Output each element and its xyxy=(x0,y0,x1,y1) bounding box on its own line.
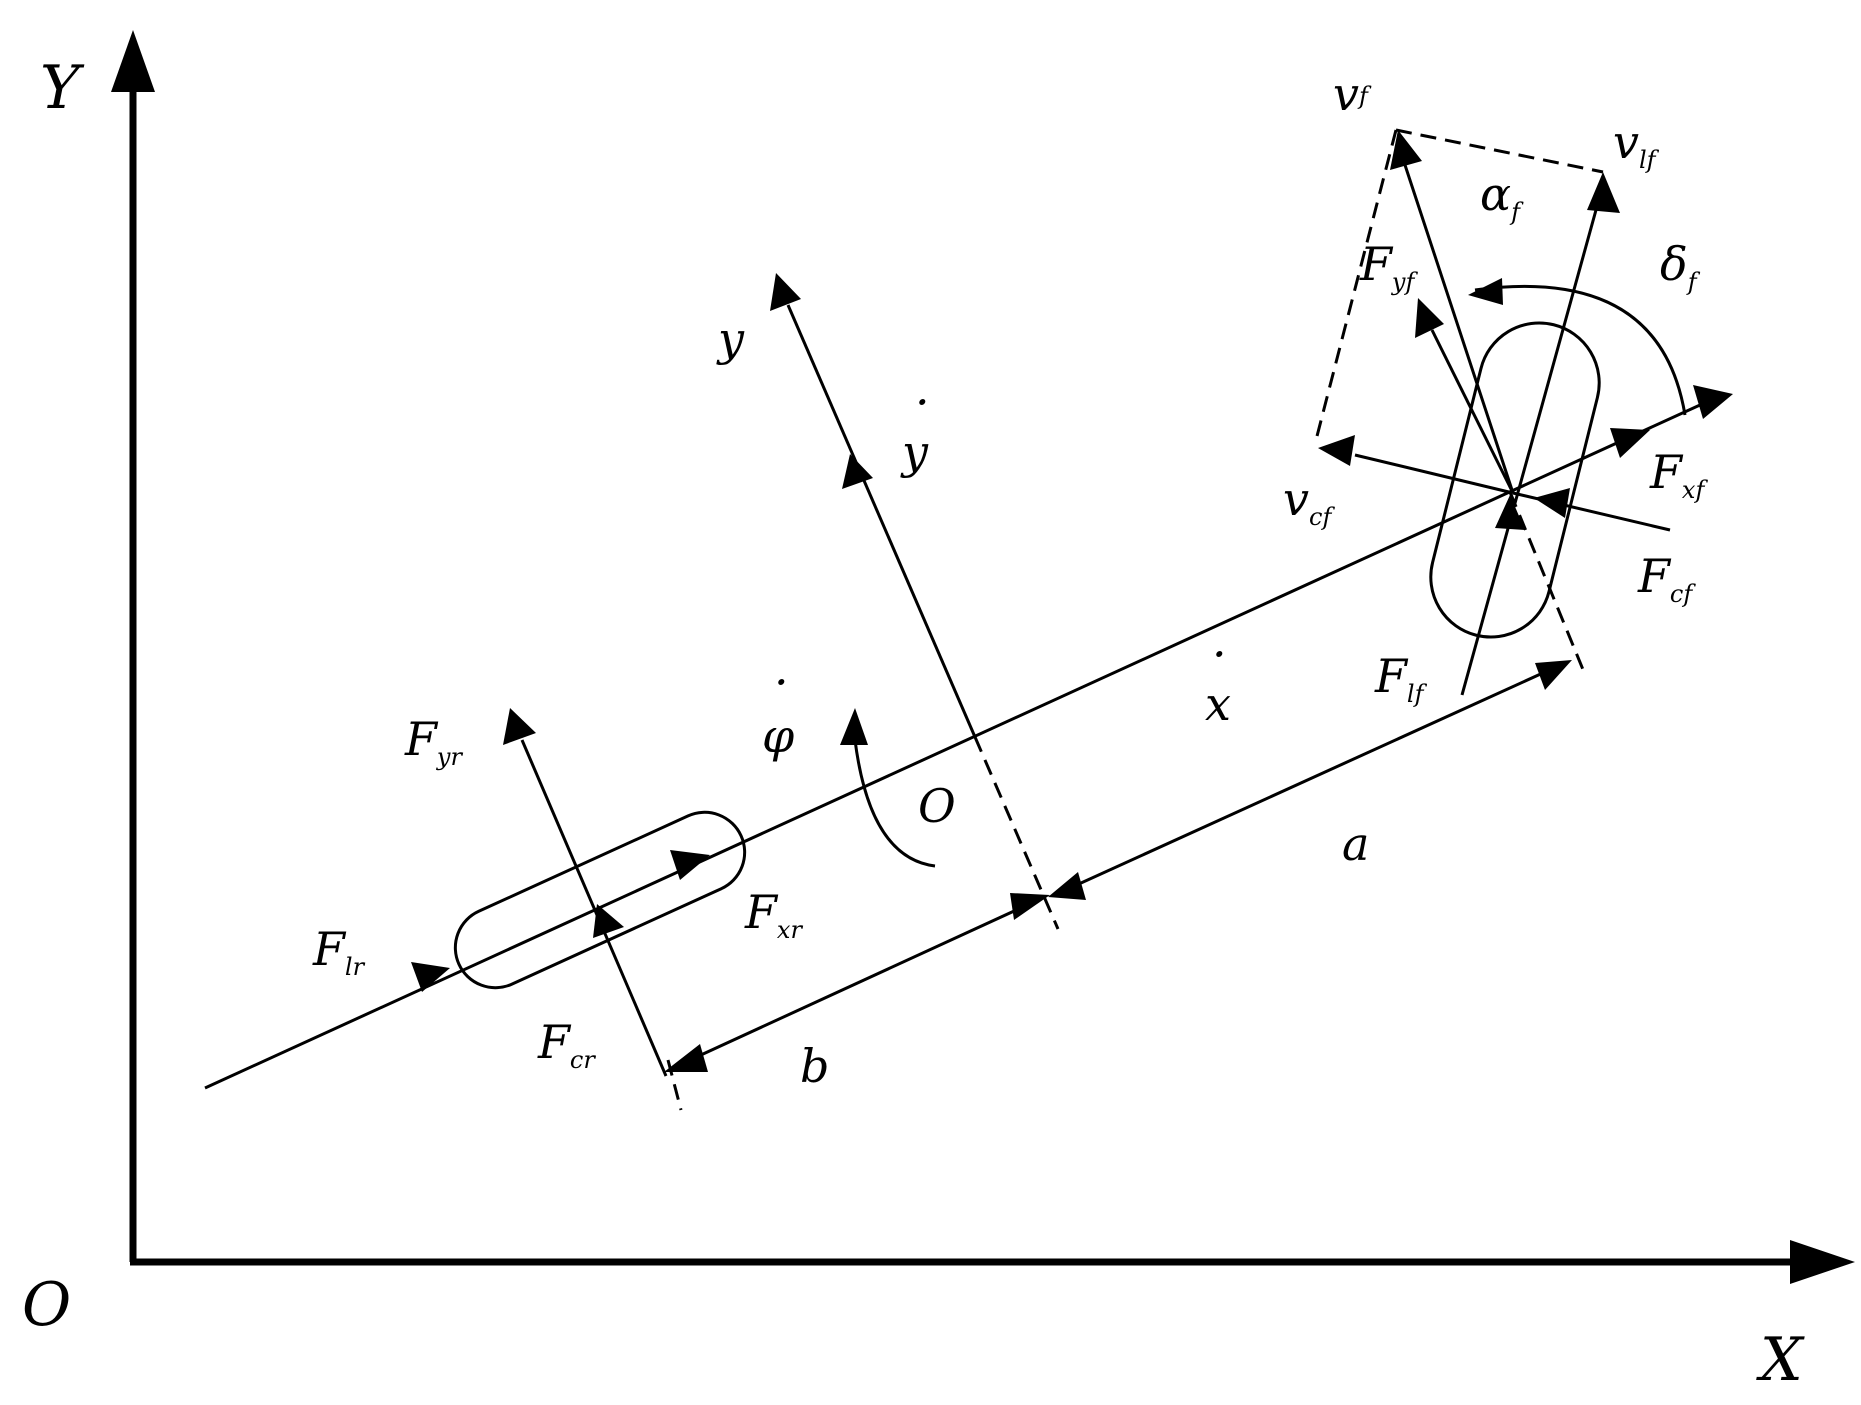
y-dot-label: y xyxy=(900,425,929,479)
yaw-rate-label: φ xyxy=(762,709,795,763)
alpha-f-label: αf xyxy=(1480,167,1524,226)
global-y-label: Y xyxy=(40,53,85,123)
center-dashed-line xyxy=(973,736,1060,930)
rear-lateral-axis xyxy=(520,739,668,1077)
vcf-line xyxy=(1354,453,1514,495)
front-dashed-line xyxy=(1508,491,1586,673)
flf-label: Flf xyxy=(1374,649,1428,708)
x-dot-mark: · xyxy=(1212,627,1227,681)
dimension-b-line xyxy=(689,904,1026,1062)
rear-fcr-arrowhead xyxy=(593,904,624,938)
rear-fxr-arrowhead xyxy=(670,850,710,880)
vehicle-centerline xyxy=(204,403,1701,1090)
dimension-b-arrowhead-left xyxy=(664,1044,708,1072)
fyf-arrowhead xyxy=(1415,298,1444,338)
delta-f-label: δf xyxy=(1660,237,1701,296)
fyf-line xyxy=(1430,329,1515,494)
fcf-label: Fcf xyxy=(1637,549,1696,608)
fxf-arrowhead xyxy=(1610,428,1650,458)
yaw-rate-mark: · xyxy=(774,655,789,709)
body-origin-label: O xyxy=(918,779,956,833)
fyf-label: Fyf xyxy=(1359,237,1418,296)
global-axes xyxy=(111,30,1855,1284)
fyr-label: Fyr xyxy=(404,712,463,771)
vehicle-x-arrowhead xyxy=(1693,385,1733,419)
vlf-label: vlf xyxy=(1613,115,1660,174)
rear-fyr-arrowhead xyxy=(503,708,536,745)
vlf-arrowhead xyxy=(1587,172,1620,213)
fcr-label: Fcr xyxy=(537,1015,596,1074)
dimension-a-arrowhead-right xyxy=(1535,660,1572,690)
vf-label: vf xyxy=(1333,67,1372,121)
y-dot-mark: · xyxy=(915,375,930,429)
steering-angle-arc xyxy=(1474,285,1687,416)
dimension-b-label: b xyxy=(800,1039,829,1093)
flr-label: Flr xyxy=(312,922,366,981)
front-wheel xyxy=(1314,128,1687,696)
vf-vlf-dashed xyxy=(1395,128,1604,174)
dimension-a-label: a xyxy=(1342,817,1369,871)
vf-line xyxy=(1403,164,1515,494)
vcf-arrowhead xyxy=(1318,435,1355,466)
rear-flr-arrowhead xyxy=(411,962,450,992)
yaw-rate-arc xyxy=(853,739,936,868)
dimension-a-arrowhead-left xyxy=(1048,872,1086,900)
front-wheel-outline xyxy=(1429,321,1601,639)
global-x-arrowhead xyxy=(1790,1240,1855,1284)
dimension-a-line xyxy=(1069,670,1546,890)
flf-arrowhead xyxy=(1495,495,1525,530)
global-x-label: X xyxy=(1756,1325,1805,1395)
fxr-label: Fxr xyxy=(744,885,803,944)
steering-angle-arrowhead xyxy=(1468,278,1503,305)
fxf-label: Fxf xyxy=(1649,445,1708,504)
body-y-arrowhead xyxy=(770,273,801,311)
yaw-rate-arrowhead xyxy=(840,708,868,745)
global-origin-label: O xyxy=(22,1270,71,1340)
rear-wheel-outline xyxy=(453,810,747,990)
global-y-arrowhead xyxy=(111,30,155,92)
vf-arrowhead xyxy=(1390,130,1422,170)
body-y-axis xyxy=(786,304,977,738)
x-dot-label: x xyxy=(1205,677,1231,731)
fcf-arrowhead xyxy=(1534,488,1570,518)
vf-vcf-dashed xyxy=(1314,129,1398,441)
rear-wheel xyxy=(411,708,747,1077)
vcf-label: vcf xyxy=(1283,472,1335,531)
dimension-b-arrowhead-right xyxy=(1010,893,1050,920)
body-y-label: y xyxy=(716,312,745,366)
y-dot-arrowhead xyxy=(842,454,873,489)
